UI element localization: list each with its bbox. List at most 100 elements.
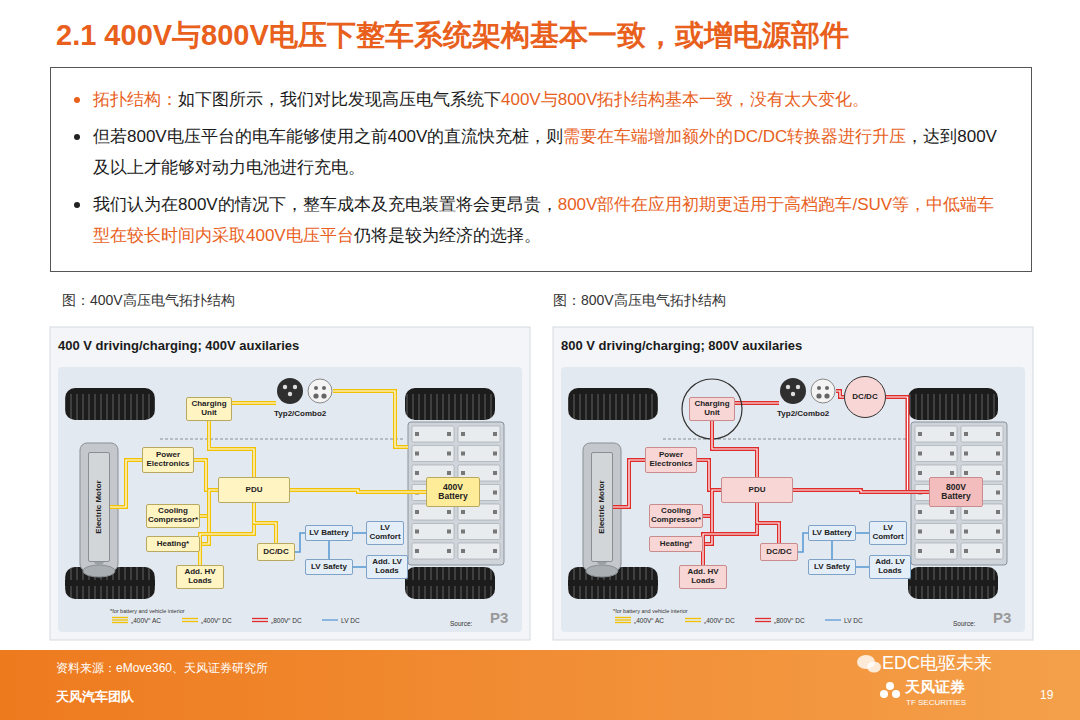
hv-wire (712, 421, 757, 477)
legend-text: LV DC (844, 617, 863, 624)
diagram-panel: 800 V driving/charging; 800V auxilariesC… (553, 327, 1033, 640)
slide-title: 2.1 400V与800V电压下整车系统架构基本一致，或增电源部件 (56, 16, 849, 56)
hv-wire-core (886, 397, 929, 492)
power-electronics-box: Power Electronics (645, 447, 697, 473)
legend-swatch (755, 616, 771, 624)
dcdc-box: DC/DC (760, 543, 798, 561)
hv-wire (194, 460, 218, 490)
hv-wire-core (200, 503, 254, 565)
legend-entry: „400V“ AC (112, 616, 161, 624)
wire (329, 541, 330, 559)
legend-swatch (825, 616, 841, 624)
lv-comfort-box: LV Comfort (869, 521, 907, 545)
wire (613, 460, 645, 507)
lv-load-box: Add. LV Loads (869, 555, 911, 579)
box-label: Power Electronics (649, 451, 693, 469)
wire (110, 460, 142, 507)
dcdc-circle: DC/DC (844, 376, 886, 418)
box-label: DC/DC (766, 548, 791, 557)
lv-safety-box: LV Safety (305, 559, 353, 575)
logo-text: P3 (490, 609, 508, 626)
heating-box: Heating* (649, 536, 703, 552)
compressor-box: Cooling Compressor* (146, 504, 200, 528)
box-label: 800V Battery (933, 483, 979, 502)
hv-wire (886, 397, 929, 492)
legend-swatch (322, 616, 338, 624)
hv-wire-core (209, 421, 254, 477)
hv-wire (110, 460, 142, 507)
motor-box: Electric Motor (88, 452, 110, 562)
power-electronics-box: Power Electronics (142, 447, 194, 473)
wire (254, 503, 276, 543)
charging-unit-box: Charging Unit (689, 397, 735, 421)
legend-swatch (252, 616, 268, 624)
legend-entry: „400V“ DC (182, 616, 232, 624)
port-label: Typ2/Combo2 (274, 409, 326, 418)
lv-wire (353, 566, 366, 568)
hv-wire (757, 503, 779, 543)
box-label: Add. HV Loads (683, 568, 723, 586)
legend-entry: LV DC (825, 616, 863, 624)
bullet-dot (74, 97, 80, 103)
hv-wire (697, 460, 721, 490)
port-label: Typ2/Combo2 (777, 409, 829, 418)
legend-text: „800V“ DC (774, 617, 805, 624)
hv-wire-core (697, 460, 721, 490)
legend-entry: „800V“ DC (252, 616, 302, 624)
wire (353, 567, 366, 568)
lv-wire (798, 533, 808, 552)
lv-wire (328, 541, 330, 559)
compressor-box: Cooling Compressor* (649, 504, 703, 528)
figure-caption: 图：400V高压电气拓扑结构 (62, 292, 235, 310)
lv-safety-box: LV Safety (808, 559, 856, 575)
box-label: LV Comfort (369, 524, 400, 542)
hv-wire-core (703, 503, 757, 565)
source-label: Source: (450, 620, 472, 627)
lv-wire (856, 532, 869, 534)
box-label: 400V Battery (430, 483, 476, 502)
lv-wire (856, 566, 869, 568)
lv-comfort-box: LV Comfort (366, 521, 404, 545)
source-note: 资料来源：eMove360、天风证券研究所 (56, 660, 268, 677)
bullet-dot (74, 134, 80, 140)
hv-wire-core (194, 460, 218, 490)
wire (757, 503, 779, 543)
footnote: *for battery and vehicle interior (613, 608, 688, 614)
hv-wire-core (110, 460, 142, 507)
box-label: Power Electronics (146, 451, 190, 469)
wire (832, 541, 833, 559)
team-name: 天风汽车团队 (56, 688, 134, 706)
legend-swatch (685, 616, 701, 624)
wire (856, 533, 869, 534)
pdu-box: PDU (721, 477, 793, 503)
diagram-panel: 400 V driving/charging; 400V auxilariesC… (50, 327, 530, 640)
bullet-text: 400V与800V拓扑结构基本一致，没有太大变化。 (501, 90, 869, 109)
wire (209, 421, 254, 477)
bullet-text: 如下图所示，我们对比发现高压电气系统下 (178, 90, 501, 109)
lv-wire (353, 532, 366, 534)
wire (703, 503, 757, 565)
wire (886, 397, 929, 492)
box-label: LV Comfort (872, 524, 903, 542)
box-label: Add. LV Loads (873, 558, 907, 576)
legend-swatch (112, 616, 128, 624)
battery-box: 800V Battery (929, 477, 983, 507)
bullet-text: 但若800V电压平台的电车能够使用之前400V的直流快充桩，则 (93, 127, 563, 146)
legend-text: „400V“ AC (131, 617, 161, 624)
hv-wire (613, 460, 645, 507)
hv-wire (793, 490, 929, 492)
lv-battery-box: LV Battery (808, 525, 856, 541)
box-label: Add. HV Loads (180, 568, 220, 586)
hv-wire (254, 503, 276, 543)
lv-load-box: Add. LV Loads (366, 555, 408, 579)
wire (697, 460, 721, 490)
bullet-text: 我们认为在800V的情况下，整车成本及充电装置将会更昂贵， (93, 195, 558, 214)
legend-swatch (182, 616, 198, 624)
box-label: Charging Unit (693, 400, 731, 418)
legend-text: „800V“ DC (271, 617, 302, 624)
wire (793, 490, 929, 492)
legend-entry: LV DC (322, 616, 360, 624)
watermark: EDC电驱未来 (882, 651, 992, 675)
box-label: LV Safety (814, 563, 850, 572)
box-label: Electric Motor (598, 480, 607, 533)
